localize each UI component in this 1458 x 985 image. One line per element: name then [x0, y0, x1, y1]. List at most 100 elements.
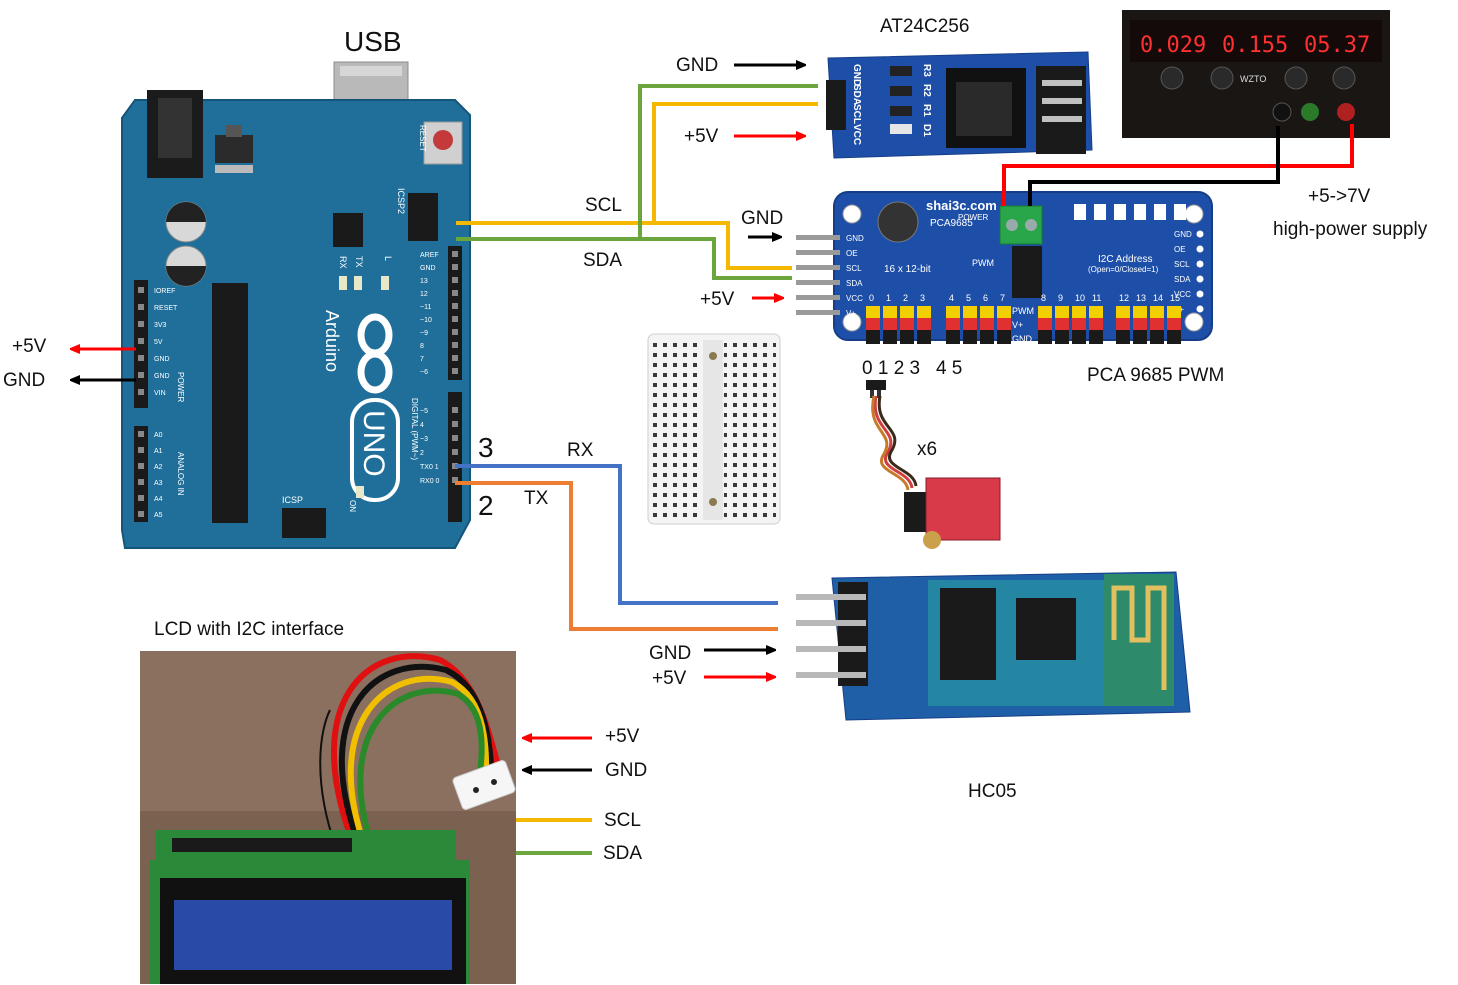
- power-pin-label: 3V3: [154, 322, 167, 329]
- hc05-title: HC05: [968, 781, 1017, 802]
- analog-silk: ANALOG IN: [176, 452, 185, 496]
- servo-header-yellow: [980, 306, 994, 318]
- lcd-scl-label: SCL: [604, 810, 641, 831]
- supply-display-reading: 05.37: [1304, 33, 1370, 58]
- digital-silk: DIGITAL (PWM~): [410, 398, 419, 460]
- channel-number: 8: [1041, 293, 1046, 303]
- digital-pin-label: 4: [420, 422, 424, 429]
- analog-pin-label: A3: [154, 480, 163, 487]
- pca-silk-addr: I2C Address: [1098, 254, 1152, 265]
- wire-supply-negative: [1028, 126, 1280, 206]
- eeprom-title: AT24C256: [880, 16, 970, 37]
- pca-title: PCA 9685 PWM: [1087, 365, 1225, 386]
- servo-header-yellow: [1133, 306, 1147, 318]
- channel-number: 3: [920, 293, 925, 303]
- pca-right-pad: [1196, 305, 1204, 313]
- servo-header-black: [963, 330, 977, 344]
- servo-header-red: [963, 318, 977, 330]
- rx-label: RX: [567, 440, 594, 461]
- scl-label: SCL: [585, 195, 622, 216]
- pca-silk-addr2: (Open=0/Closed=1): [1088, 265, 1159, 274]
- icsp2-header: [408, 193, 438, 241]
- pca-left-pin-label: OE: [846, 249, 858, 258]
- servo-header-red: [980, 318, 994, 330]
- digital-pin-label: 12: [420, 291, 428, 298]
- address-jumper-pad: [1154, 204, 1166, 220]
- servo-header-yellow: [1038, 306, 1052, 318]
- header-pin: [452, 277, 458, 283]
- digital-pin-label: ~5: [420, 408, 428, 415]
- digital-pin-label: ~6: [420, 369, 428, 376]
- usb-chip: [333, 213, 363, 247]
- address-jumper-pad: [1074, 204, 1086, 220]
- electrolytic-capacitor: [877, 201, 919, 243]
- tx-label: TX: [524, 488, 549, 509]
- servo-header-black: [980, 330, 994, 344]
- servo-header-red: [1038, 318, 1052, 330]
- channel-number: 1: [886, 293, 891, 303]
- lcd-gnd-label: GND: [605, 760, 648, 781]
- svg-text:TX: TX: [354, 256, 364, 268]
- address-jumper-pad: [1114, 204, 1126, 220]
- atmega-chip: [212, 283, 248, 523]
- channel-number: 7: [1000, 293, 1005, 303]
- digital-pin-label: TX0 1: [420, 464, 439, 471]
- pca-right-pad: [1196, 275, 1204, 283]
- supply-brand: WZTO: [1240, 74, 1266, 84]
- wire-scl-sda-bus: [455, 84, 1354, 855]
- servo-header-yellow: [1116, 306, 1130, 318]
- digital-pin-label: 8: [420, 343, 424, 350]
- pca-silk-pwm: PWM: [972, 258, 994, 268]
- power-pin-label: GND: [154, 356, 170, 363]
- servo-header-yellow: [1150, 306, 1164, 318]
- wire-sda-pca: [640, 237, 792, 280]
- pca-silk-chip: PCA9685: [930, 218, 973, 229]
- pca-right-pad: [1196, 245, 1204, 253]
- header-pin: [138, 389, 144, 395]
- servo-header-red: [1089, 318, 1103, 330]
- pca-right-pad: [1196, 230, 1204, 238]
- header-pin: [452, 264, 458, 270]
- supply-caption-line2: high-power supply: [1273, 219, 1428, 240]
- pca-left-pin-label: V+: [846, 309, 856, 318]
- header-pin: [138, 355, 144, 361]
- header-pin: [452, 329, 458, 335]
- arduino-uno-board: RESET ICSP2 RX TX L Arduino UNO ICSP ON …: [121, 61, 471, 549]
- reset-silk: RESET: [418, 125, 427, 152]
- pca-silk-brand: shai3c.com: [926, 198, 997, 213]
- eeprom-resistor-label: R1: [921, 104, 932, 117]
- servo-header-yellow: [866, 306, 880, 318]
- servo-header-red: [917, 318, 931, 330]
- servo-header-black: [1072, 330, 1086, 344]
- hc05-5v-label: +5V: [652, 668, 687, 689]
- header-pin: [138, 372, 144, 378]
- servo-channel-label: 0 1 2 3 4 5: [862, 358, 963, 379]
- lcd-sda-label: SDA: [603, 843, 643, 864]
- pca-right-pad: [1196, 290, 1204, 298]
- header-pin: [138, 447, 144, 453]
- header-pin: [452, 303, 458, 309]
- arduino-gnd-label: GND: [3, 370, 46, 391]
- eeprom-pin-label: VCC: [851, 124, 862, 145]
- channel-number: 5: [966, 293, 971, 303]
- analog-pin-label: A0: [154, 432, 163, 439]
- servo-header-black: [997, 330, 1011, 344]
- servo-header-yellow: [883, 306, 897, 318]
- power-pin-label: GND: [154, 373, 170, 380]
- arduino-pcb: [121, 99, 471, 549]
- digital-pin-label: GND: [420, 265, 436, 272]
- lcd-5v-label: +5V: [605, 726, 640, 747]
- pca-left-pin-label: SDA: [846, 279, 863, 288]
- servo-header-red: [866, 318, 880, 330]
- servo-header-red: [997, 318, 1011, 330]
- supply-display-reading: 0.029: [1140, 33, 1206, 58]
- eeprom-resistor-label: D1: [921, 124, 932, 137]
- digital-pin-label: ~11: [420, 304, 431, 311]
- pca-header-pin: [796, 280, 840, 285]
- pca-5v-label: +5V: [700, 289, 735, 310]
- pca-right-pin-label: SCL: [1174, 260, 1190, 269]
- digital-pin-label: ~3: [420, 436, 428, 443]
